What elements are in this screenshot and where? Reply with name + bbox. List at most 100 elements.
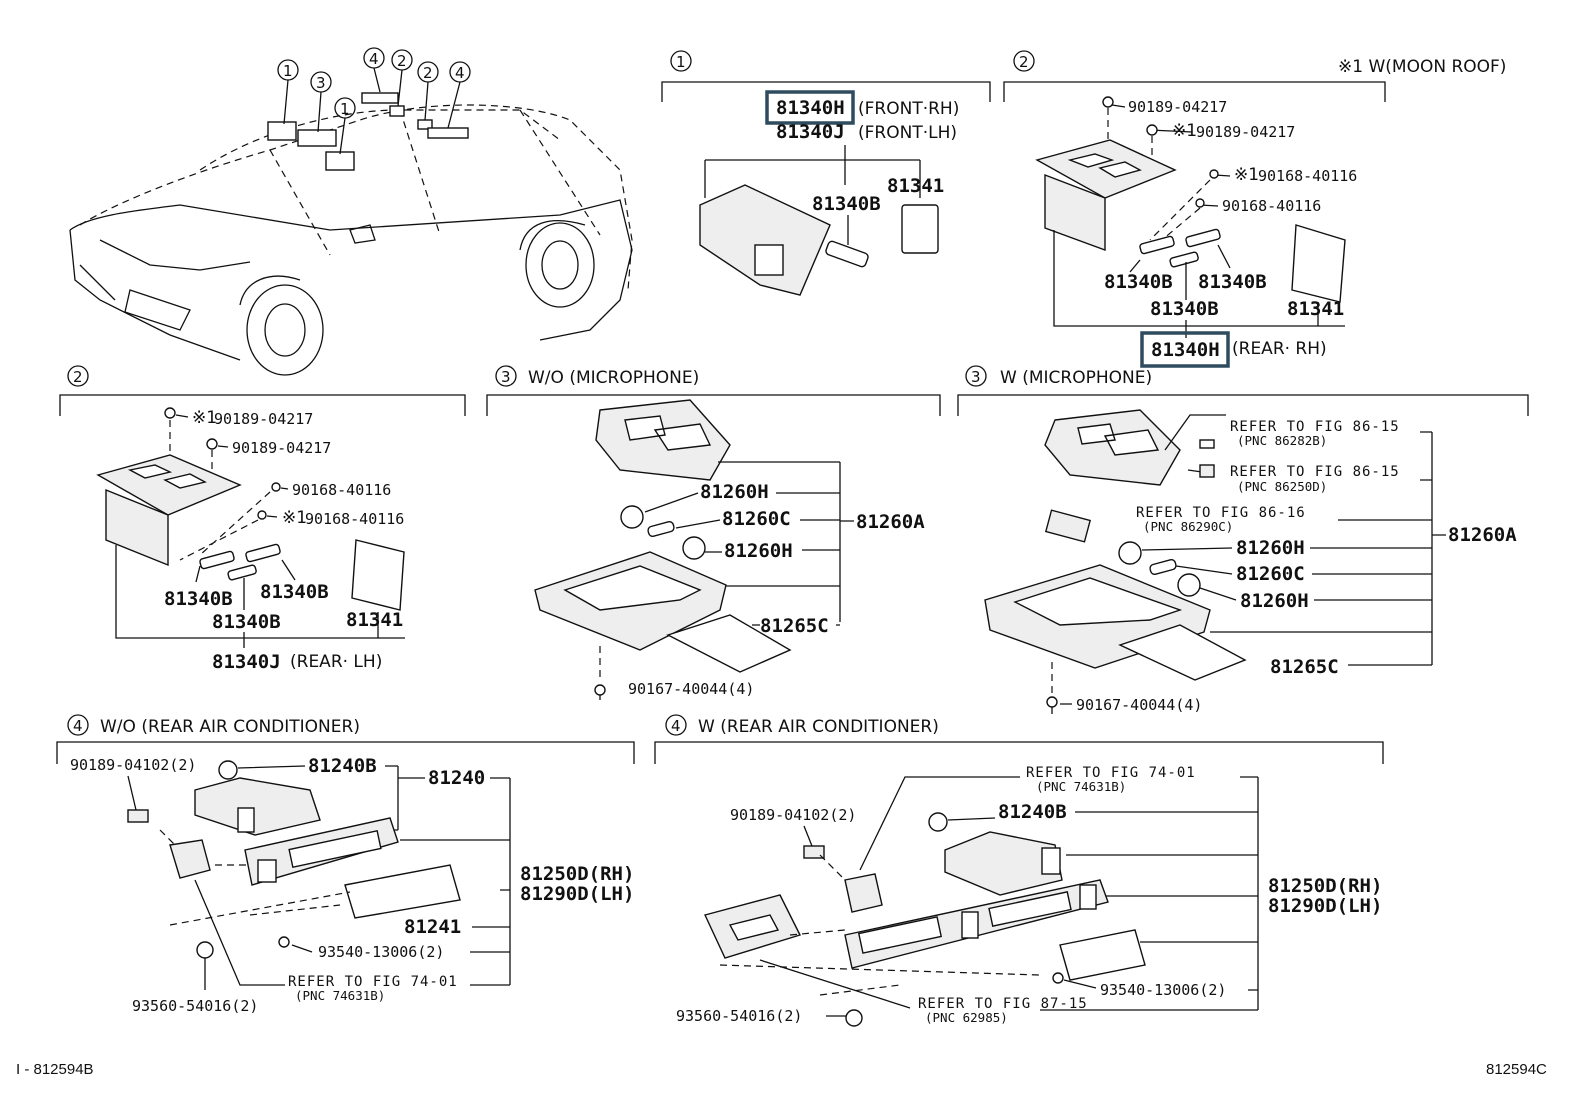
lens-81341-rear-rh	[1291, 224, 1346, 303]
part-desc-front-rh: (FRONT·RH)	[858, 99, 959, 119]
part-number-bulb2[interactable]: 81260C	[1236, 563, 1305, 585]
section-title: W (REAR AIR CONDITIONER)	[698, 717, 939, 737]
personal-lamp-bracket	[944, 831, 1063, 896]
part-number-assy[interactable]: 81240	[428, 767, 485, 789]
moonroof-mark: ※1	[1234, 165, 1259, 185]
part-number-rear-rh[interactable]: 81340H	[1151, 339, 1220, 361]
screw-90189-04217-b[interactable]: 90189-04217	[1196, 123, 1295, 141]
ref-pnc-74631B: (PNC 74631B)	[1036, 779, 1126, 794]
screw-90189-04102[interactable]: 90189-04102(2)	[70, 756, 196, 774]
part-number-bulb-a[interactable]: 81340B	[1104, 271, 1173, 293]
clip-90168-40116-b[interactable]: 90168-40116	[305, 510, 404, 528]
ref-pnc-86290C: (PNC 86290C)	[1143, 519, 1233, 534]
section-rear-rh-lamp: 2 ※1 W(MOON ROOF) 90189-04217 ※1 90189-0…	[1003, 50, 1506, 368]
screw-90167-40044[interactable]: 90167-40044(4)	[628, 680, 754, 698]
part-number-lens[interactable]: 81265C	[1270, 656, 1339, 678]
front-map-lamp-housing	[699, 184, 831, 296]
clip-90168-40116-a[interactable]: 90168-40116	[1258, 167, 1357, 185]
part-number-rear-lh[interactable]: 81340J	[212, 651, 281, 673]
ref-fig-86-16[interactable]: REFER TO FIG 86-16	[1136, 505, 1306, 521]
part-number-bulb-c[interactable]: 81340B	[212, 611, 281, 633]
part-number-lens[interactable]: 81341	[346, 609, 403, 631]
screw-93560-54016[interactable]: 93560-54016(2)	[676, 1007, 802, 1025]
callout-3: 3	[316, 74, 326, 92]
section-personal-lamp-w-ac: 4 W (REAR AIR CONDITIONER) REFER TO FIG …	[654, 714, 1384, 1027]
figure-id-right: 812594C	[1486, 1061, 1547, 1078]
part-number-bulb-b[interactable]: 81340B	[1198, 271, 1267, 293]
moonroof-mark: ※1	[192, 408, 217, 428]
part-number-lens[interactable]: 81341	[1287, 298, 1344, 320]
personal-lamp-bracket	[194, 777, 321, 836]
highlight-box-81340H-rear	[1140, 331, 1230, 368]
part-number-front-rh[interactable]: 81340H	[776, 97, 845, 119]
part-number-bulb-a[interactable]: 81340B	[164, 588, 233, 610]
screw-90189-04217-a[interactable]: 90189-04217	[1128, 98, 1227, 116]
screw-90189-04217-a[interactable]: 90189-04217	[214, 410, 313, 428]
clip-90168-40116-b[interactable]: 90168-40116	[1222, 197, 1321, 215]
part-number-bulb[interactable]: 81240B	[308, 755, 377, 777]
callout-4b: 4	[455, 64, 465, 82]
section-number: 1	[676, 53, 686, 71]
section-number: 4	[671, 717, 681, 735]
part-desc-front-lh: (FRONT·LH)	[858, 123, 957, 143]
part-number-lh[interactable]: 81290D(LH)	[1268, 895, 1382, 917]
clip-90168-40116-a[interactable]: 90168-40116	[292, 481, 391, 499]
room-lamp-lens	[1118, 624, 1247, 681]
ref-pnc-86250D: (PNC 86250D)	[1237, 479, 1327, 494]
room-lamp-lens	[666, 614, 792, 673]
callout-1a: 1	[283, 62, 293, 80]
microphone-module	[1044, 509, 1092, 543]
part-number-bulb1[interactable]: 81260H	[1236, 537, 1305, 559]
ref-fig-87-15[interactable]: REFER TO FIG 87-15	[918, 996, 1088, 1012]
section-room-lamp-wo-mic: 3 W/O (MICROPHONE) 81260H 81260C 81260H …	[486, 365, 941, 700]
screw-90167-40044[interactable]: 90167-40044(4)	[1076, 696, 1202, 714]
part-number-bulb-c[interactable]: 81340B	[1150, 298, 1219, 320]
lens-81341-rear-lh	[351, 539, 405, 611]
ref-fig-86-15-b[interactable]: REFER TO FIG 86-15	[1230, 464, 1400, 480]
part-number-lens[interactable]: 81265C	[760, 615, 829, 637]
bulb-81340B-front	[825, 240, 869, 268]
part-number-bulb2[interactable]: 81260C	[722, 508, 791, 530]
vehicle-overview: 1 3 1 4 2 2 4	[69, 47, 633, 376]
screw-93540-13006[interactable]: 93540-13006(2)	[1100, 981, 1226, 999]
part-number-bulb-b[interactable]: 81340B	[260, 581, 329, 603]
part-number-lens[interactable]: 81241	[404, 916, 461, 938]
screw-93560-54016[interactable]: 93560-54016(2)	[132, 997, 258, 1015]
ref-fig-86-15-a[interactable]: REFER TO FIG 86-15	[1230, 419, 1400, 435]
screw-93540-13006[interactable]: 93540-13006(2)	[318, 943, 444, 961]
part-number-bulb1[interactable]: 81260H	[700, 481, 769, 503]
section-number: 2	[73, 368, 83, 386]
part-number-rh[interactable]: 81250D(RH)	[1268, 875, 1382, 897]
part-number-lens[interactable]: 81341	[887, 175, 944, 197]
ref-fig-74-01[interactable]: REFER TO FIG 74-01	[288, 974, 458, 990]
lens-81341-front	[901, 204, 939, 254]
callout-1b: 1	[340, 100, 350, 118]
part-number-front-lh[interactable]: 81340J	[776, 121, 845, 143]
ref-pnc-86282B: (PNC 86282B)	[1237, 433, 1327, 448]
callout-4a: 4	[369, 50, 379, 68]
callout-2a: 2	[397, 52, 407, 70]
part-number-assy[interactable]: 81260A	[856, 511, 925, 533]
part-desc-rear-lh: (REAR· LH)	[290, 652, 382, 672]
screw-90189-04102[interactable]: 90189-04102(2)	[730, 806, 856, 824]
section-number: 3	[501, 368, 511, 386]
part-number-bulb[interactable]: 81340B	[812, 193, 881, 215]
section-room-lamp-w-mic: 3 W (MICROPHONE) REFER TO FIG 86-15 (PNC…	[957, 365, 1529, 714]
part-number-rh[interactable]: 81250D(RH)	[520, 863, 634, 885]
ref-pnc-74631B: (PNC 74631B)	[295, 988, 385, 1003]
part-number-bulb3[interactable]: 81260H	[1240, 590, 1309, 612]
part-number-bulb[interactable]: 81240B	[998, 801, 1067, 823]
personal-lamp-lens	[1059, 929, 1146, 981]
moonroof-mark: ※1	[282, 508, 307, 528]
part-number-lh[interactable]: 81290D(LH)	[520, 883, 634, 905]
part-number-assy[interactable]: 81260A	[1448, 524, 1517, 546]
section-number: 2	[1019, 53, 1029, 71]
section-number: 3	[971, 368, 981, 386]
section-rear-lh-lamp: 2 ※1 90189-04217 90189-04217 90168-40116…	[59, 365, 466, 673]
ref-fig-74-01[interactable]: REFER TO FIG 74-01	[1026, 765, 1196, 781]
section-title: W/O (MICROPHONE)	[528, 368, 699, 388]
section-number: 4	[73, 717, 83, 735]
screw-90189-04217-b[interactable]: 90189-04217	[232, 439, 331, 457]
part-number-bulb3[interactable]: 81260H	[724, 540, 793, 562]
